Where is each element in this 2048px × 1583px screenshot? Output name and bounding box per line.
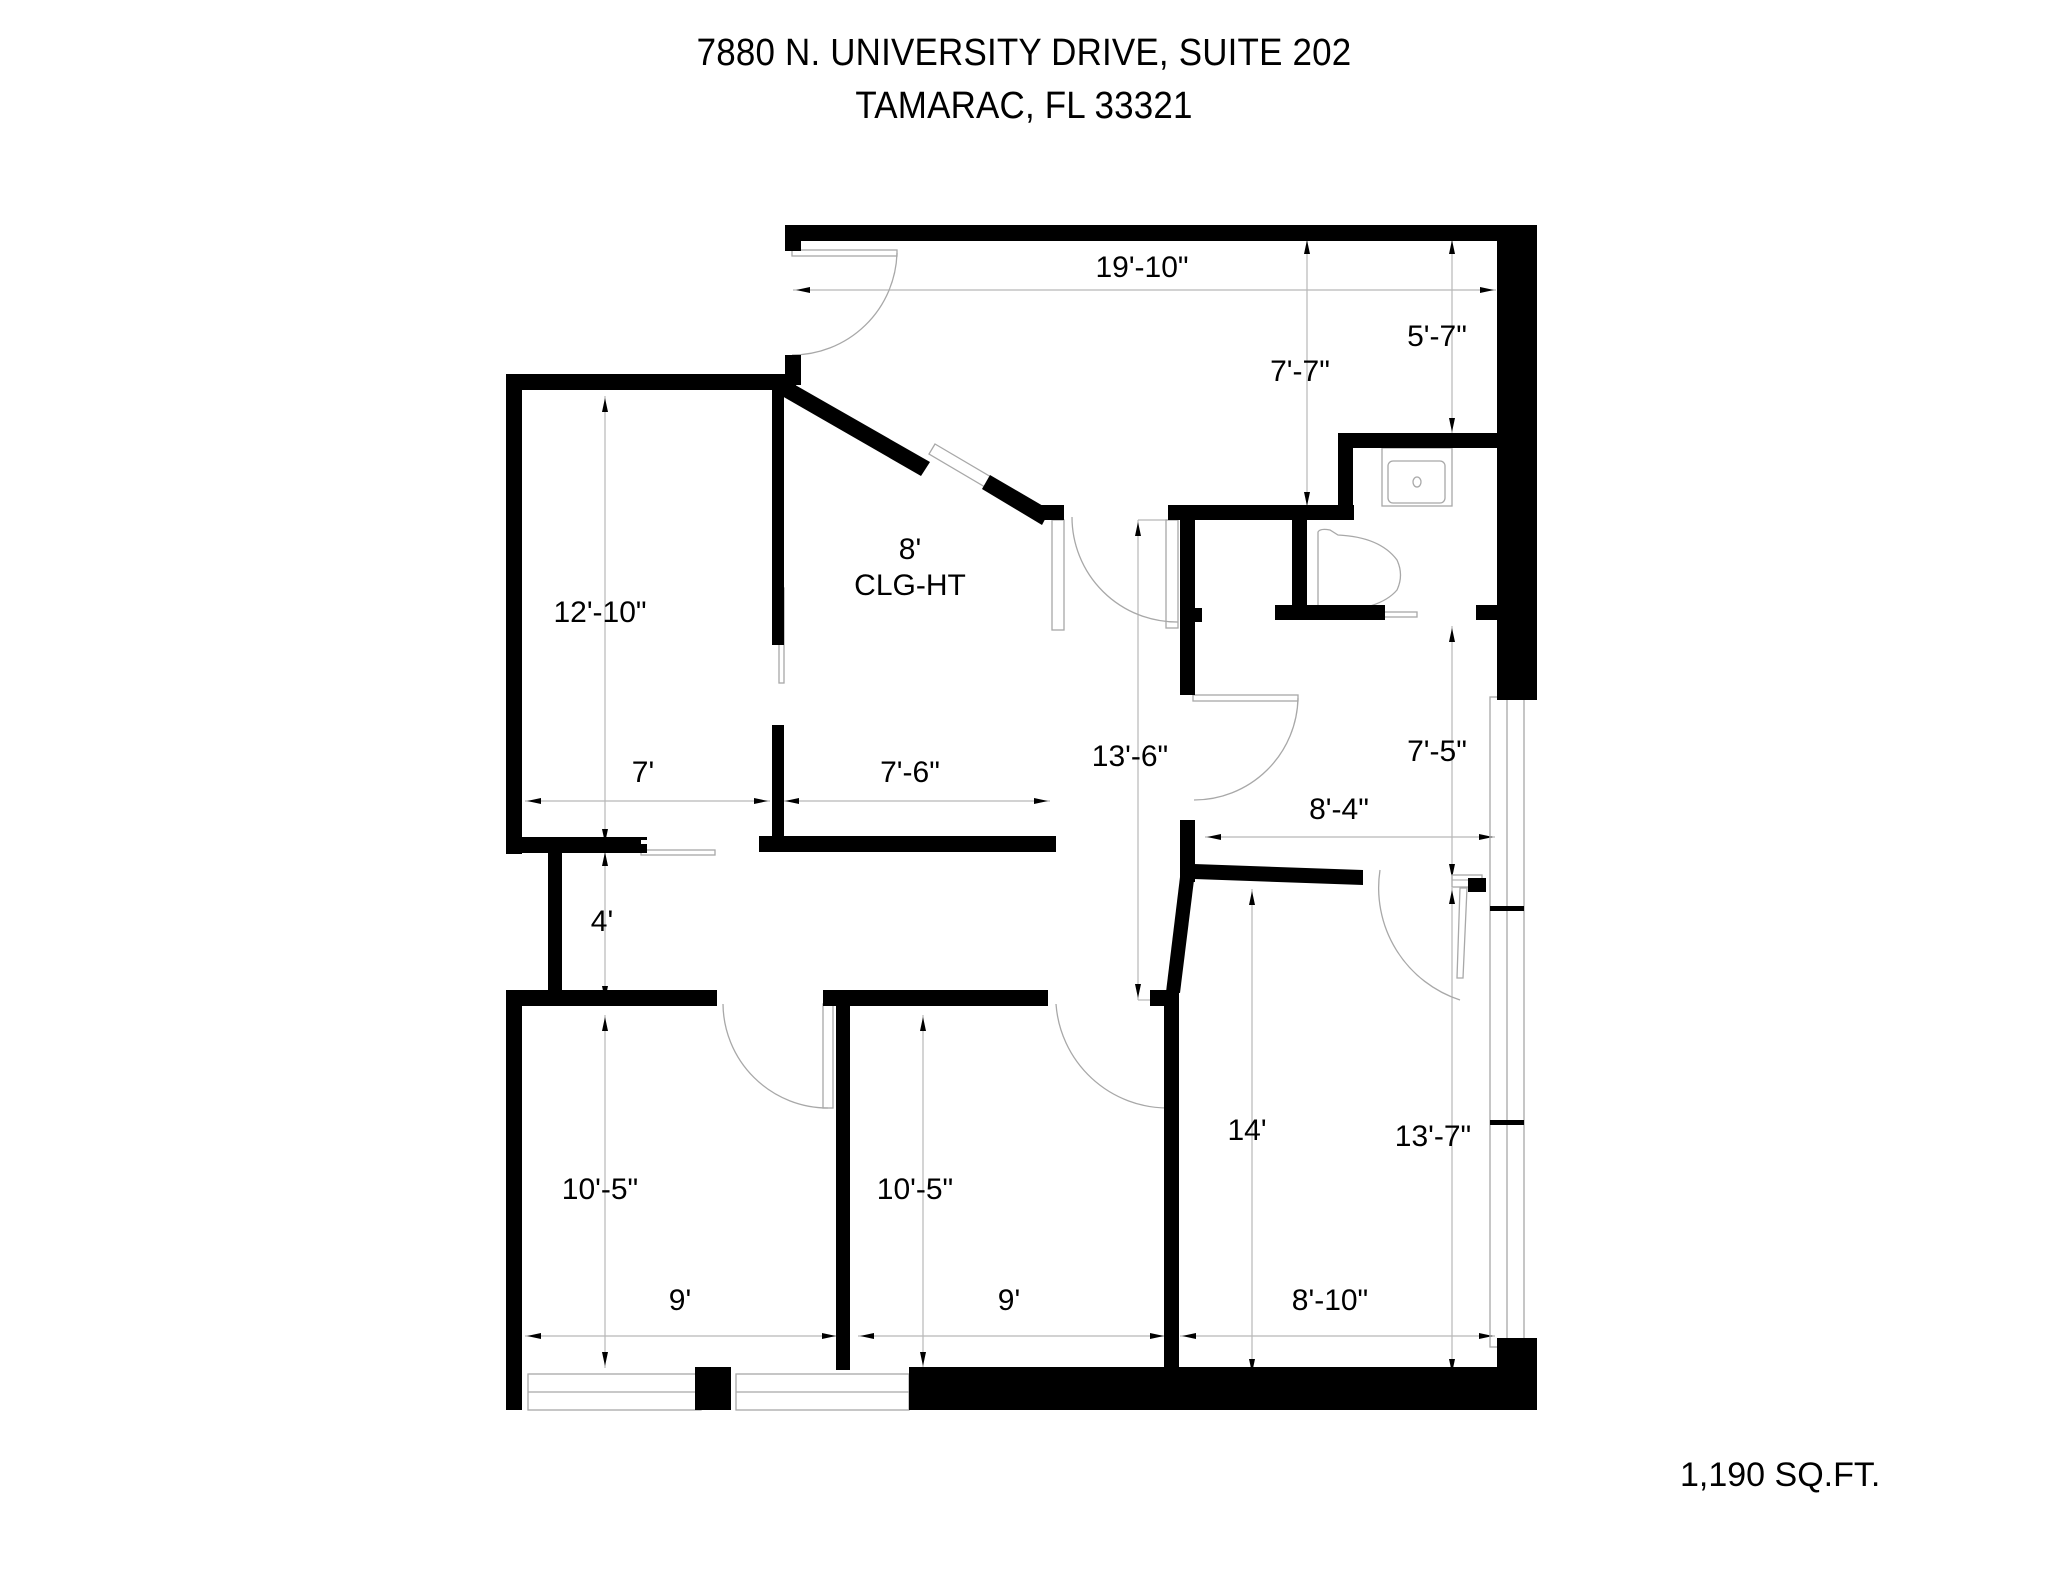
- entry-door-leaf: [791, 249, 898, 257]
- exterior-wall-right-top: [1497, 225, 1537, 700]
- ceiling-height-label: CLG-HT: [854, 569, 966, 602]
- dim-office-bl-height: 10'-5": [561, 1173, 639, 1206]
- dim-reception-width: 19'-10": [1095, 251, 1189, 284]
- dim-bath-area-depth: 7'-5": [1407, 735, 1467, 768]
- dim-hall-width: 4': [590, 905, 614, 938]
- dim-office-br-width: 8'-10": [1291, 1284, 1369, 1317]
- dimension-lines: [525, 238, 1496, 1375]
- dimension-arrows: [527, 240, 1494, 1373]
- doors: [527, 249, 1525, 1411]
- dim-office-br-height-right: 13'-7": [1394, 1120, 1472, 1153]
- dim-office-br-height-left: 14': [1227, 1114, 1267, 1147]
- dim-office-bm-height: 10'-5": [876, 1173, 954, 1206]
- dim-reception-depth-left: 7'-7": [1270, 355, 1330, 388]
- pocket-door-frame: [641, 840, 674, 844]
- dim-office-bm-width: 9': [997, 1284, 1021, 1317]
- dim-hall-length: 13'-6": [1091, 740, 1169, 773]
- ceiling-height-value: 8': [898, 533, 922, 566]
- dim-office-tl-width: 7': [631, 756, 655, 789]
- address-line-2: TAMARAC, FL 33321: [855, 85, 1193, 127]
- dim-bath-area-width: 8'-4": [1309, 793, 1369, 826]
- dim-office-tl-height: 12'-10": [553, 596, 647, 629]
- total-area-label: 1,190 SQ.FT.: [1680, 1456, 1881, 1494]
- dim-reception-depth-right: 5'-7": [1407, 320, 1467, 353]
- dim-office-bl-width: 9': [668, 1284, 692, 1317]
- walls: [506, 225, 1537, 1410]
- dim-office-clg-width: 7'-6": [880, 756, 940, 789]
- toilet-icon: [1317, 528, 1402, 613]
- address-line-1: 7880 N. UNIVERSITY DRIVE, SUITE 202: [696, 32, 1352, 74]
